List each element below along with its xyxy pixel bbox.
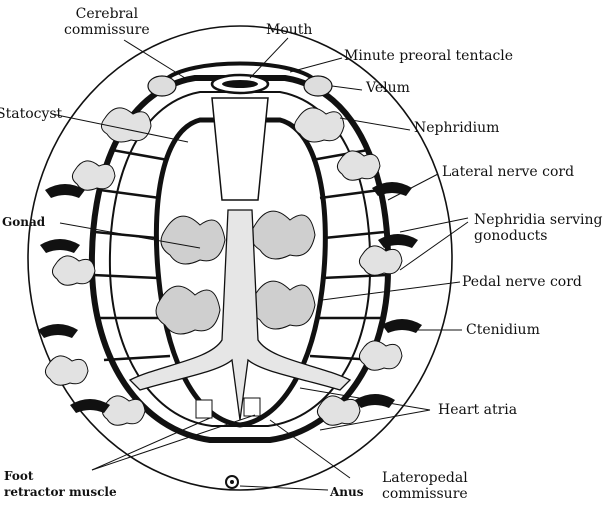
foot-retractor-muscles — [195, 397, 261, 419]
label-heart-atria: Heart atria — [438, 402, 518, 418]
nephridia — [44, 107, 403, 426]
velum-left — [147, 75, 177, 97]
pedal-nerve-cord-ring — [153, 117, 328, 428]
label-line: commissure — [382, 486, 468, 502]
label-line: gonoducts — [474, 228, 548, 244]
leader-lines — [51, 37, 469, 491]
label-mouth: Mouth — [266, 22, 313, 38]
label-foot-retractor-muscle: Foot retractor muscle — [4, 468, 117, 500]
label-minute-preoral-tentacle: Minute preoral tentacle — [344, 48, 514, 64]
velum-right — [303, 75, 333, 97]
label-line: Nephridia serving — [474, 212, 603, 228]
label-line: retractor muscle — [4, 485, 117, 499]
label-gonad: Gonad — [2, 215, 46, 229]
label-line: commissure — [64, 22, 150, 38]
label-velum: Velum — [366, 80, 410, 96]
label-line: Cerebral — [75, 6, 139, 22]
label-pedal-nerve-cord: Pedal nerve cord — [462, 274, 582, 290]
label-lateral-nerve-cord: Lateral nerve cord — [442, 164, 575, 180]
label-line: Lateropedal — [382, 470, 468, 486]
pharynx — [211, 97, 269, 201]
central-nerve-mass — [128, 209, 352, 421]
label-statocyst: Statocyst — [0, 106, 63, 122]
label-ctenidium: Ctenidium — [466, 322, 540, 338]
label-line: Foot — [4, 469, 34, 483]
label-nephridium: Nephridium — [414, 120, 500, 136]
mantle-outline — [27, 25, 453, 491]
ctenidia — [38, 182, 422, 413]
gonad-lobes — [155, 210, 316, 335]
label-anus: Anus — [330, 485, 364, 499]
